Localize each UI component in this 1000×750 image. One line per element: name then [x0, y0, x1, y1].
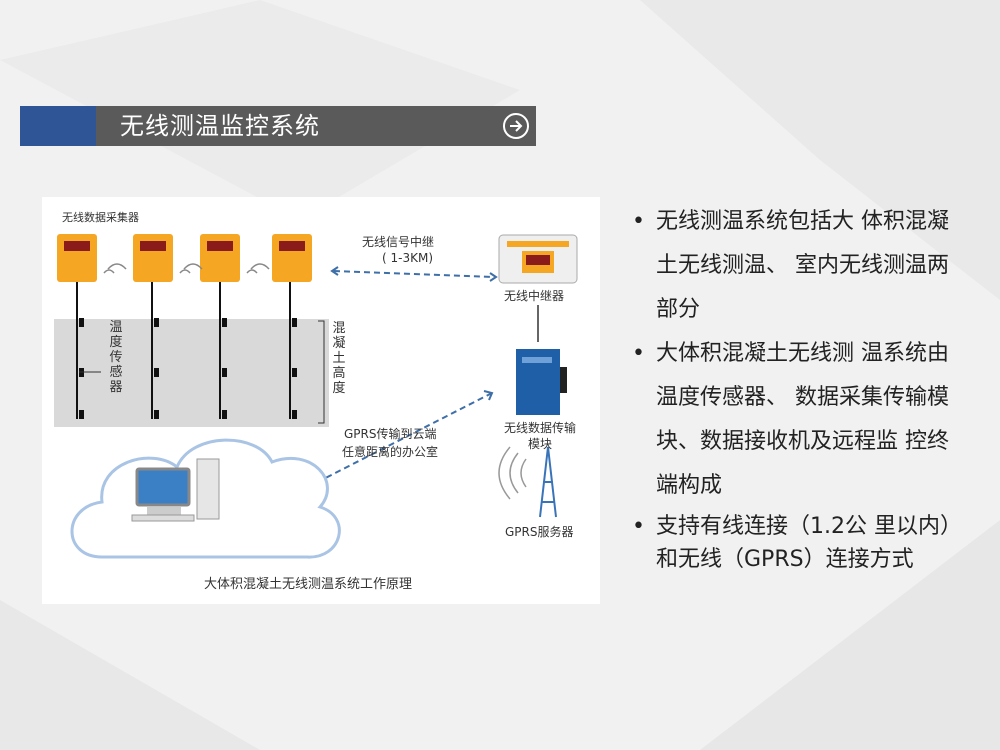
repeater-device	[498, 234, 578, 284]
link-label-1: 无线信号中继	[362, 235, 435, 249]
collector-label: 无线数据采集器	[62, 211, 139, 224]
gprs-label-2: 任意距离的办公室	[342, 445, 439, 459]
computer-icon	[131, 458, 220, 522]
diagram-panel: 无线数据采集器 无线信号中继 ( 1-3KM) 无线中继器 温度传感器 混凝土高…	[42, 197, 600, 604]
transmission-module	[516, 349, 567, 415]
bullet-item-1: • 无线测温系统包括大 体积混凝土无线测温、 室内无线测温两部分	[628, 200, 958, 332]
diagram-graphics	[54, 234, 578, 559]
arrow-right-circle-icon[interactable]	[502, 112, 530, 140]
bullet-dot-icon: •	[632, 341, 645, 366]
link-label-2: ( 1-3KM)	[382, 251, 433, 265]
wireless-wave-icons	[103, 263, 270, 274]
repeater-label: 无线中继器	[504, 289, 565, 303]
bullet-text-2: 大体积混凝土无线测 温系统由温度传感器、 数据采集传输模块、数据接收机及远程监 …	[656, 341, 949, 498]
collector-4	[272, 234, 312, 419]
collector-2	[133, 234, 173, 419]
title-accent	[20, 106, 96, 146]
height-label: 混凝土高度	[332, 321, 346, 396]
title-bar: 无线测温监控系统	[20, 106, 536, 146]
diagram-caption: 大体积混凝土无线测温系统工作原理	[204, 577, 413, 592]
bullet-item-2: • 大体积混凝土无线测 温系统由温度传感器、 数据采集传输模块、数据接收机及远程…	[628, 332, 958, 508]
height-bracket	[318, 320, 325, 424]
bullet-text-3: 支持有线连接（1.2公 里以内）和无线（GPRS）连接方式	[656, 514, 951, 572]
module-label-1: 无线数据传输	[504, 421, 577, 435]
module-label-2: 模块	[528, 437, 553, 451]
slide-title: 无线测温监控系统	[120, 112, 320, 140]
bullet-text-1: 无线测温系统包括大 体积混凝土无线测温、 室内无线测温两部分	[656, 209, 949, 322]
bullet-dot-icon: •	[632, 209, 645, 234]
gprs-tower	[498, 446, 557, 518]
collector-3	[200, 234, 240, 419]
concrete-block	[54, 319, 329, 427]
sensor-label: 温度传感器	[109, 320, 123, 395]
bullet-list: • 无线测温系统包括大 体积混凝土无线测温、 室内无线测温两部分 • 大体积混凝…	[628, 200, 958, 576]
gprs-label-1: GPRS传输到云端	[344, 427, 437, 441]
server-label: GPRS服务器	[505, 525, 574, 539]
bullet-dot-icon: •	[632, 514, 645, 539]
bullet-item-3: • 支持有线连接（1.2公 里以内）和无线（GPRS）连接方式	[628, 510, 958, 576]
